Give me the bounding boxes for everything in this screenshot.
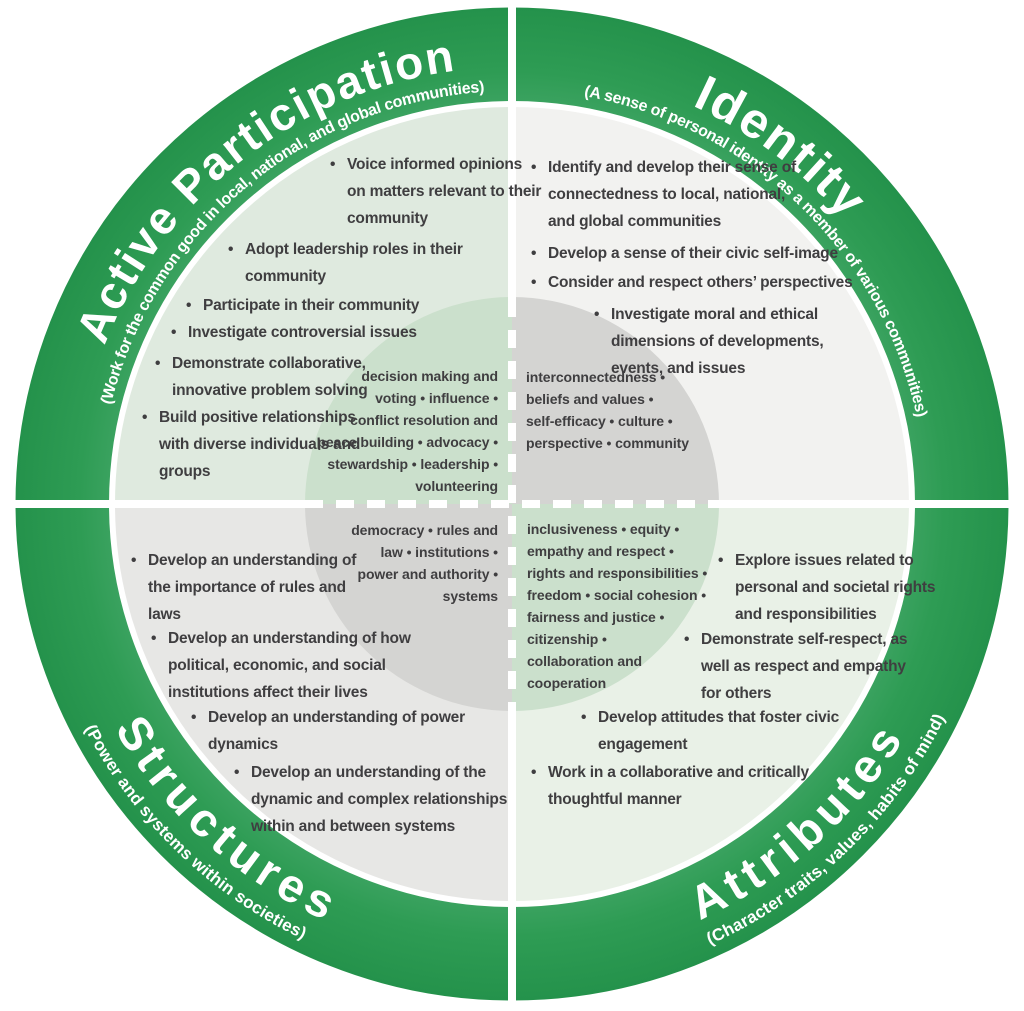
keyword-line: rights and responsibilities • bbox=[527, 565, 708, 581]
bullet-item: Identify and develop their sense of conn… bbox=[529, 154, 800, 235]
bullet-item: Work in a collaborative and critically t… bbox=[529, 759, 848, 813]
keyword-line: power and authority • bbox=[357, 566, 499, 582]
keyword-line: empathy and respect • bbox=[527, 543, 674, 559]
center-keywords-active-participation: decision making and voting • influence •… bbox=[278, 365, 498, 497]
keyword-line: collaboration and bbox=[527, 653, 642, 669]
bullet-item: Develop an understanding of the importan… bbox=[129, 547, 362, 628]
bullet-item: Consider and respect others’ perspective… bbox=[529, 269, 893, 296]
center-sector-attributes bbox=[512, 504, 719, 711]
keyword-line: decision making and bbox=[361, 368, 498, 384]
keyword-line: conflict resolution and bbox=[350, 412, 498, 428]
bullet-item: Participate in their community bbox=[184, 292, 493, 319]
keyword-line: self-efficacy • culture • bbox=[526, 413, 673, 429]
center-keywords-identity: interconnectedness • beliefs and values … bbox=[526, 366, 756, 454]
bullet-item: Explore issues related to personal and s… bbox=[716, 547, 947, 628]
bullet-item: Develop a sense of their civic self-imag… bbox=[529, 240, 893, 267]
bullet-item: Develop an understanding of power dynami… bbox=[189, 704, 476, 758]
keyword-line: law • institutions • bbox=[380, 544, 499, 560]
bullet-item: Adopt leadership roles in their communit… bbox=[226, 236, 495, 290]
bullet-item: Investigate controversial issues bbox=[169, 319, 478, 346]
keyword-line: fairness and justice • bbox=[527, 609, 665, 625]
keyword-line: interconnectedness • bbox=[526, 369, 666, 385]
bullet-item: Investigate moral and ethical dimensions… bbox=[592, 301, 849, 382]
keyword-line: beliefs and values • bbox=[526, 391, 654, 407]
bullet-item: Demonstrate collaborative, innovative pr… bbox=[153, 350, 389, 404]
bullet-item: Build positive relationships with divers… bbox=[140, 404, 389, 485]
bullet-item: Develop an understanding of how politica… bbox=[149, 625, 413, 706]
bullet-item: Voice informed opinions on matters relev… bbox=[328, 151, 542, 232]
keyword-line: freedom • social cohesion • bbox=[527, 587, 707, 603]
center-keywords-structures: democracy • rules and law • institutions… bbox=[278, 519, 498, 607]
keyword-line: inclusiveness • equity • bbox=[527, 521, 680, 537]
keyword-line: volunteering bbox=[415, 478, 498, 494]
keyword-line: systems bbox=[442, 588, 498, 604]
keyword-line: peace building • advocacy • bbox=[317, 434, 498, 450]
divider-dashed-cross bbox=[305, 299, 719, 711]
keyword-line: citizenship • bbox=[527, 631, 607, 647]
bullet-item: Develop attitudes that foster civic enga… bbox=[579, 704, 878, 758]
bullet-item: Develop an understanding of the dynamic … bbox=[232, 759, 523, 840]
keyword-line: democracy • rules and bbox=[351, 522, 498, 538]
center-sector-identity bbox=[512, 297, 719, 504]
bullet-item: Demonstrate self-respect, as well as res… bbox=[682, 626, 911, 707]
keyword-line: stewardship • leadership • bbox=[327, 456, 498, 472]
keyword-line: perspective • community bbox=[526, 435, 689, 451]
keyword-line: cooperation bbox=[527, 675, 607, 691]
center-keywords-attributes: inclusiveness • equity • empathy and res… bbox=[527, 518, 757, 694]
keyword-line: voting • influence • bbox=[375, 390, 498, 406]
